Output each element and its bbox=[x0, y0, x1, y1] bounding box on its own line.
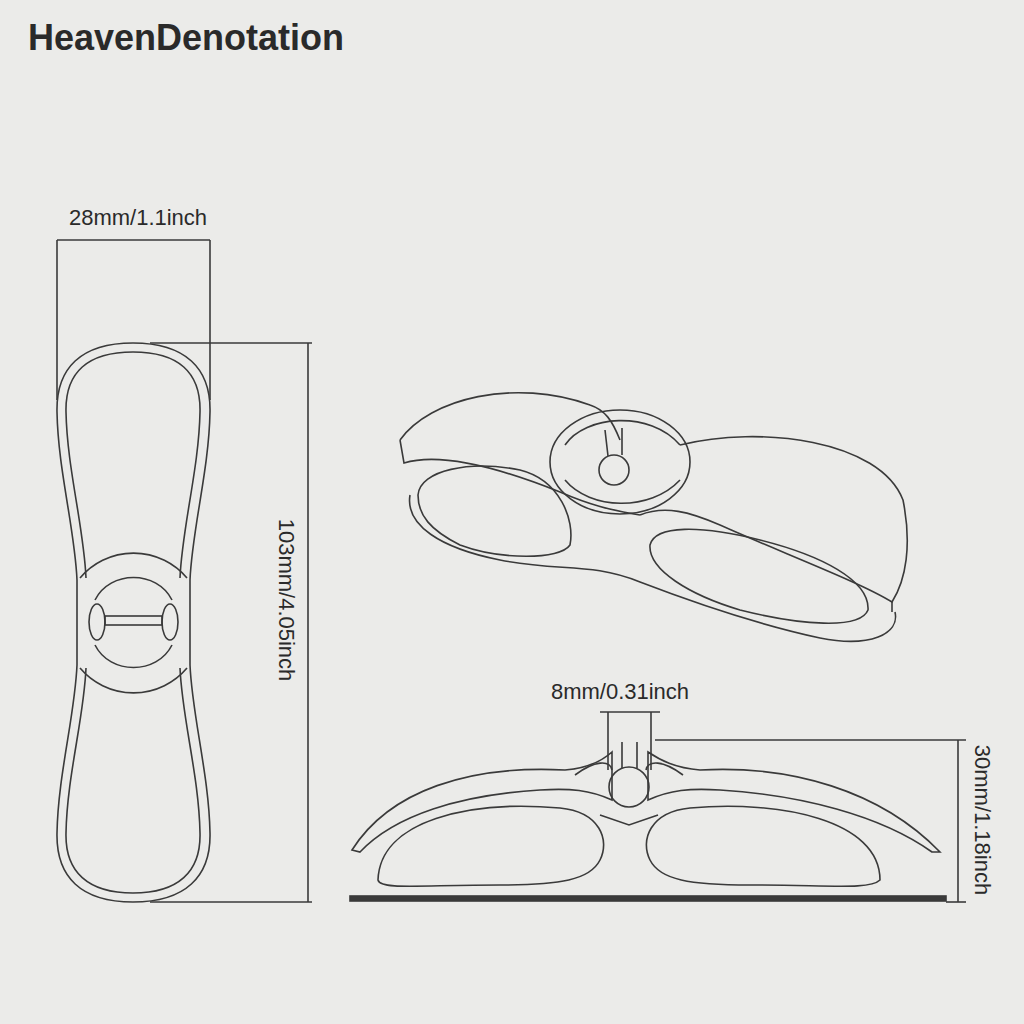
support bbox=[646, 806, 880, 886]
hub bbox=[609, 767, 649, 807]
dimension-label: 103mm/4.05inch bbox=[274, 519, 298, 682]
hub-petal bbox=[550, 410, 690, 514]
hub-arc bbox=[95, 578, 172, 601]
inner-outline bbox=[66, 352, 200, 578]
hub-arc bbox=[80, 668, 187, 693]
hub-arc bbox=[80, 553, 187, 578]
hole bbox=[650, 529, 868, 623]
hub-bar bbox=[105, 616, 162, 625]
top-view bbox=[57, 343, 210, 902]
wing bbox=[648, 752, 940, 852]
wing bbox=[352, 752, 612, 852]
dimension-lines bbox=[57, 240, 312, 902]
watermark: HeavenDenotation bbox=[28, 18, 344, 58]
hub-arc bbox=[575, 763, 683, 825]
dimension-label: 28mm/1.1inch bbox=[69, 206, 207, 230]
hub-end bbox=[89, 604, 105, 640]
hub-petal bbox=[565, 421, 680, 504]
lobe-edge bbox=[891, 602, 893, 612]
inner-outline bbox=[66, 668, 200, 893]
hub-arc bbox=[95, 645, 172, 668]
hub bbox=[599, 455, 629, 485]
base bbox=[410, 495, 896, 641]
hole bbox=[418, 466, 571, 556]
isometric-view bbox=[400, 393, 907, 642]
hub-end bbox=[162, 604, 178, 640]
lobe bbox=[640, 437, 907, 602]
arm bbox=[400, 440, 640, 515]
dimension-label: 8mm/0.31inch bbox=[551, 680, 689, 704]
slot bbox=[622, 742, 637, 768]
base-plate bbox=[350, 896, 946, 901]
dimension-label: 30mm/1.18inch bbox=[970, 745, 994, 895]
slot bbox=[605, 428, 622, 456]
dimension-lines bbox=[600, 712, 966, 902]
outline bbox=[57, 343, 210, 902]
support bbox=[378, 806, 604, 886]
side-view bbox=[350, 742, 946, 901]
